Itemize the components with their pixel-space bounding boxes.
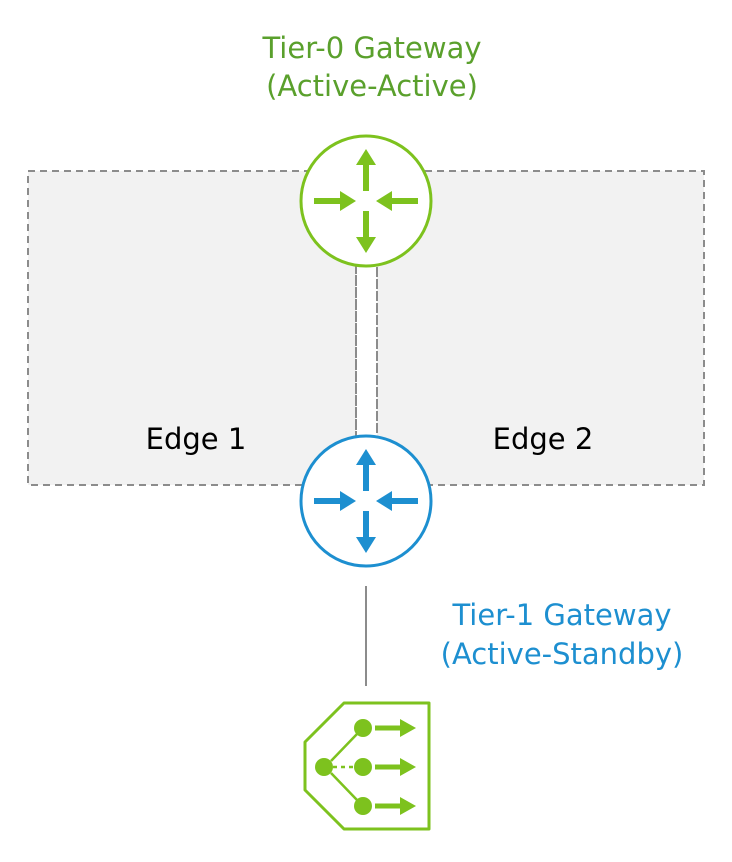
edge-2-box [376, 170, 705, 486]
tier0-title: Tier-0 Gateway [261, 31, 481, 65]
edge-1-label: Edge 1 [146, 422, 247, 456]
tier1-title: Tier-1 Gateway [451, 598, 671, 632]
edge-2-label: Edge 2 [493, 422, 594, 456]
load-balancer-icon[interactable] [303, 701, 431, 831]
tier0-router-icon[interactable] [299, 134, 433, 268]
tier0-mode: (Active-Active) [266, 69, 478, 103]
edge-1-box [27, 170, 357, 486]
tier1-mode: (Active-Standby) [441, 637, 684, 671]
tier1-router-icon[interactable] [299, 434, 433, 568]
